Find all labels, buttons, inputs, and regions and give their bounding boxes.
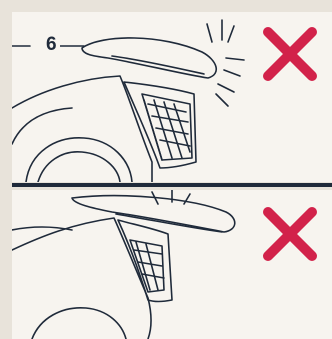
cross-icon — [268, 32, 312, 76]
tailgate-edge — [112, 56, 204, 74]
car-rear-body — [12, 76, 152, 182]
callout-number: 6 — [43, 35, 60, 55]
impact-lines-side — [224, 58, 244, 76]
bottom-car-illustration — [12, 190, 332, 339]
cross-icon — [268, 212, 312, 256]
wheel-arch — [32, 308, 126, 339]
top-panel: 6 — [12, 12, 332, 182]
bottom-panel — [12, 190, 332, 339]
wheel-arch — [26, 138, 132, 182]
impact-lines-top — [207, 20, 234, 42]
top-car-illustration — [12, 12, 332, 182]
car-body-contour — [12, 108, 72, 144]
impact-lines-bottom — [216, 84, 234, 106]
panel-divider — [12, 183, 332, 187]
tailgate — [72, 196, 235, 232]
wheel — [38, 152, 120, 182]
car-rear-body — [12, 218, 151, 339]
obstruction-hatch — [148, 104, 190, 146]
